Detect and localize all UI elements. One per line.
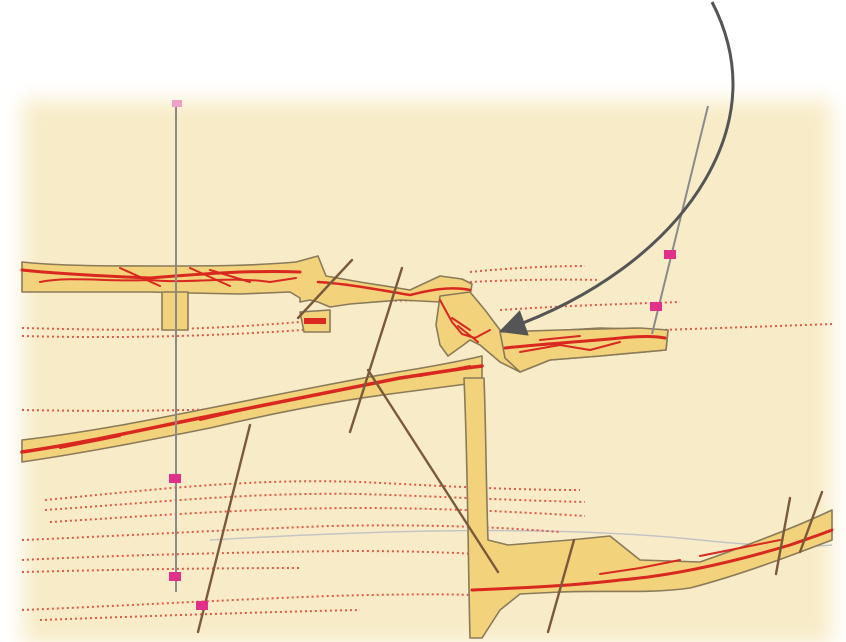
drillhole-marker	[196, 601, 208, 610]
drillhole-marker	[169, 572, 181, 581]
drillhole-marker	[650, 302, 662, 311]
drillhole-marker	[169, 474, 181, 483]
drillhole-marker	[172, 100, 182, 107]
drillhole-marker	[664, 250, 676, 259]
vein-block	[304, 318, 326, 324]
